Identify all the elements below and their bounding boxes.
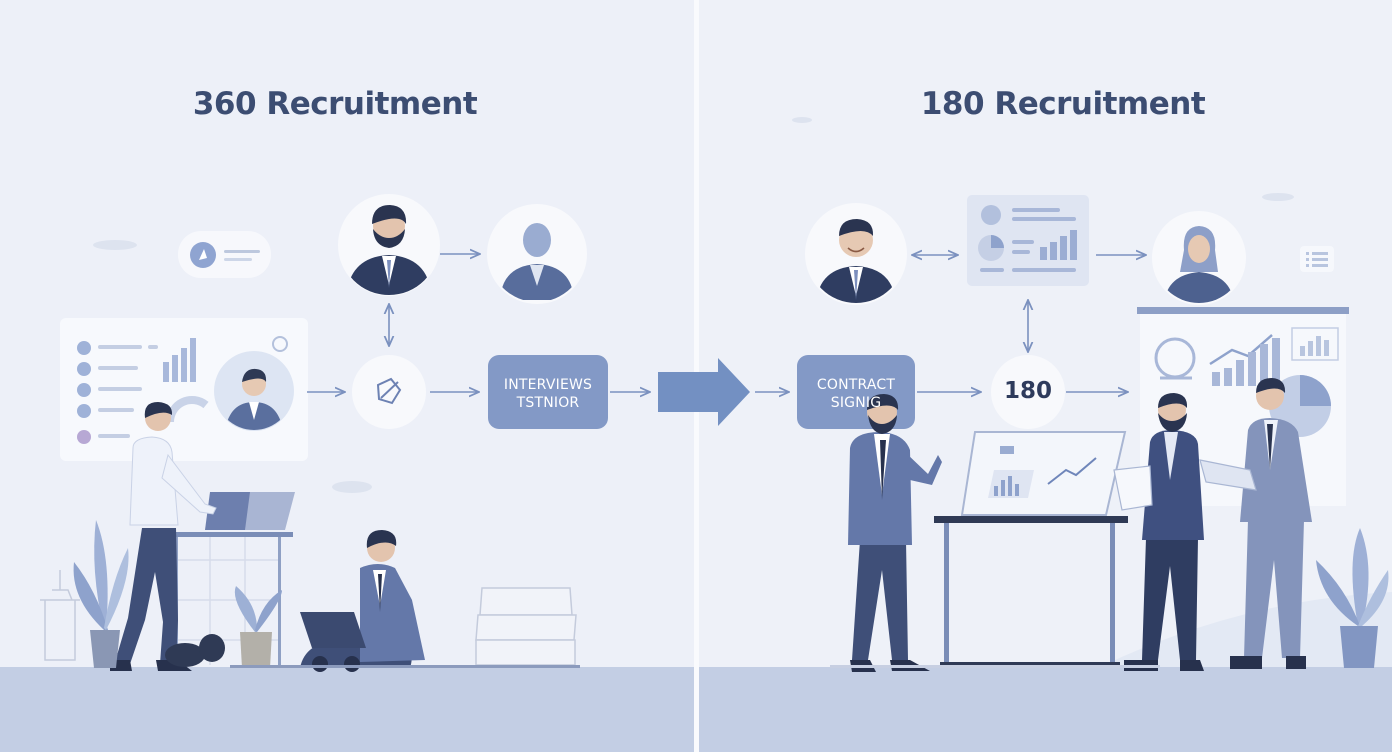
clouds bbox=[93, 117, 1294, 493]
interviewer-avatar bbox=[338, 194, 440, 296]
potted-plant-right bbox=[1316, 528, 1389, 668]
left-flow-arrows bbox=[307, 254, 650, 392]
floor-left bbox=[0, 667, 694, 752]
candidate-silhouette-avatar bbox=[487, 204, 587, 304]
storage-boxes bbox=[475, 587, 577, 666]
floor-right bbox=[699, 667, 1392, 752]
stage-180-node bbox=[991, 355, 1065, 429]
potted-plant-left bbox=[73, 520, 129, 668]
list-icon bbox=[1300, 246, 1334, 272]
laptop-icon bbox=[205, 492, 295, 530]
presentation-table bbox=[934, 431, 1128, 668]
right-panel-title: 180 Recruitment bbox=[920, 86, 1206, 122]
contract-step-line2: SIGNIG bbox=[830, 395, 882, 411]
transition-arrow bbox=[658, 358, 750, 426]
left-panel-title: 360 Recruitment bbox=[192, 86, 478, 122]
analytics-dashboard-card bbox=[967, 195, 1089, 286]
presenter-figure bbox=[848, 394, 942, 672]
right-floor-line bbox=[830, 665, 1160, 668]
candidate-avatar bbox=[214, 351, 294, 431]
left-floor-line bbox=[230, 665, 580, 668]
interviews-step-line1: INTERVIEWS bbox=[503, 377, 593, 393]
reviewer-figure bbox=[1113, 393, 1204, 671]
manager-figure bbox=[1199, 378, 1312, 669]
sitting-man-figure bbox=[300, 530, 425, 672]
decorative-lamp bbox=[40, 570, 80, 661]
contract-step-line1: CONTRACT bbox=[816, 377, 896, 393]
interviews-step-label: INTERVIEWS TSTNIOR bbox=[488, 376, 608, 412]
dark-shrubs bbox=[165, 634, 225, 667]
potted-plant-small bbox=[234, 586, 282, 668]
evaluation-node bbox=[352, 355, 426, 429]
status-pill-widget bbox=[178, 231, 271, 278]
right-flow-arrows bbox=[755, 255, 1146, 392]
candidate-woman-avatar bbox=[1152, 211, 1246, 305]
stage-180-label: 180 bbox=[1003, 378, 1052, 404]
recruiter-avatar bbox=[805, 203, 907, 305]
interviews-step-box bbox=[488, 355, 608, 429]
interviews-step-line2: TSTNIOR bbox=[516, 395, 580, 411]
contract-step-label: CONTRACT SIGNIG bbox=[797, 376, 915, 412]
